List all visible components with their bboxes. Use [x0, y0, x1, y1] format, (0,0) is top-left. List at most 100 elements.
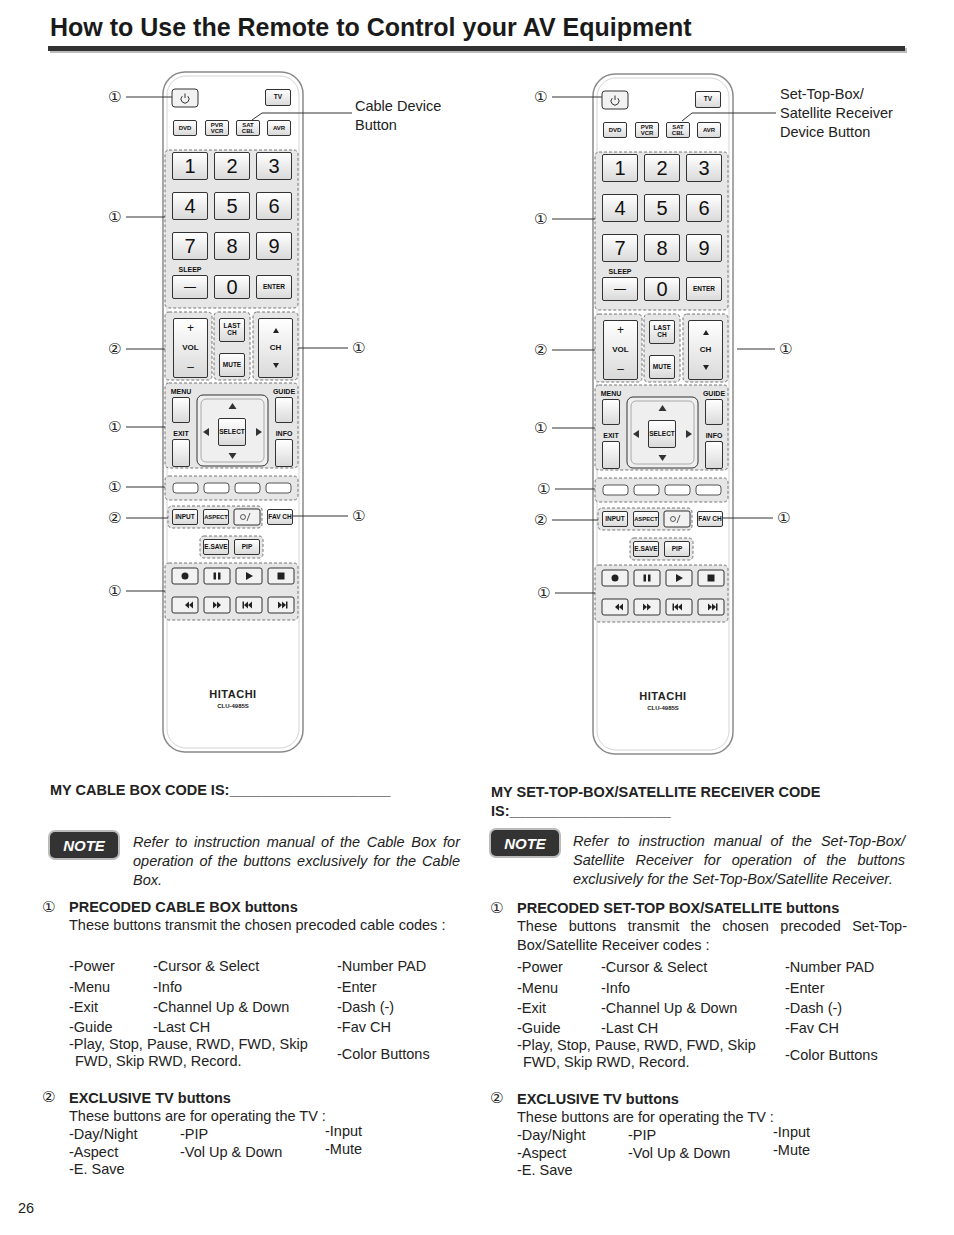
button-label: 2	[656, 158, 667, 179]
button-label: CH	[700, 346, 712, 354]
remote-button: SLEEP—	[172, 275, 208, 299]
button-label: DVD	[609, 127, 622, 133]
table-cell: -Cursor & Select	[153, 957, 259, 976]
remote-button: SAT CBL	[236, 120, 260, 136]
button-label: 4	[614, 198, 625, 219]
table-cell: -E. Save	[517, 1161, 573, 1180]
record-icon	[182, 573, 189, 580]
button-group-outline	[165, 563, 298, 620]
transport-button	[666, 570, 692, 586]
remote-button: 6	[686, 194, 722, 222]
heading-text: PRECODED CABLE BOX buttons	[69, 898, 298, 917]
table-cell: -Dash (-)	[337, 998, 394, 1017]
button-label: VOL	[182, 344, 198, 352]
remote-button: 9	[256, 232, 292, 260]
arrow-right	[256, 428, 262, 436]
table-cell: -Channel Up & Down	[601, 999, 737, 1018]
leader-line	[737, 349, 775, 350]
remote-button: CH	[688, 320, 723, 380]
button-label: PVR VCR	[636, 124, 658, 137]
callout-number: ①	[534, 419, 547, 437]
color-button	[235, 483, 260, 493]
table-cell: -PIP	[180, 1125, 208, 1144]
leader-label: Set-Top-Box/ Satellite Receiver Device B…	[780, 85, 908, 142]
button-label: 1	[614, 158, 625, 179]
note-text: Refer to instruction manual of the Set-T…	[573, 832, 905, 889]
leader-line	[555, 593, 595, 594]
remote-button: 1	[172, 152, 208, 180]
heading-text: EXCLUSIVE TV buttons	[517, 1090, 679, 1109]
transport-button	[268, 568, 294, 584]
button-label: FAV CH	[698, 516, 721, 523]
button-label: 6	[698, 198, 709, 219]
button-caption: SLEEP	[609, 268, 632, 275]
callout-number: ②	[108, 509, 121, 527]
button-label: 3	[698, 158, 709, 179]
table-cell: -PIP	[628, 1126, 656, 1145]
table-cell: -Menu	[69, 978, 110, 997]
leader-line	[126, 97, 172, 98]
skip-icon	[213, 602, 217, 609]
button-label: PIP	[242, 544, 252, 551]
skip-icon	[678, 604, 682, 611]
remote-button: PIP	[234, 539, 260, 555]
leader-line	[126, 217, 165, 218]
color-button	[204, 483, 229, 493]
title-bar	[48, 46, 905, 51]
color-button	[634, 485, 659, 495]
remote-button: 4	[602, 194, 638, 222]
remote-button: DVD	[603, 122, 627, 138]
table-cell: -Info	[153, 978, 182, 997]
arrow-up	[659, 405, 667, 411]
power-icon	[615, 96, 616, 101]
remote-control: HITACHICLU-4985STVDVDPVR VCRSAT CBLAVR12…	[593, 74, 733, 754]
power-button	[602, 91, 628, 109]
button-label: 7	[614, 238, 625, 259]
button-group-outline	[644, 314, 680, 382]
button-label: TV	[274, 94, 282, 101]
color-button	[266, 483, 291, 493]
color-button	[665, 485, 690, 495]
remote-button: +VOL–	[603, 320, 638, 380]
remote-body-inner	[167, 76, 299, 748]
table-cell: -Day/Night	[69, 1125, 138, 1144]
button-label: ENTER	[693, 286, 715, 293]
transport-button	[236, 597, 262, 613]
remote-button: EXIT	[172, 439, 190, 467]
remote-button: 8	[644, 234, 680, 262]
button-label: FAV CH	[268, 514, 291, 521]
skip-bar	[673, 604, 675, 611]
button-group-outline	[595, 314, 642, 382]
remote-button: 3	[256, 152, 292, 180]
callout-number: ①	[534, 88, 547, 106]
model-number: CLU-4985S	[163, 703, 303, 709]
button-group-outline	[595, 152, 728, 310]
skip-icon	[615, 604, 619, 611]
body-text: These buttons transmit the chosen precod…	[517, 917, 907, 955]
table-cell: -Power	[69, 957, 115, 976]
leader-line	[552, 97, 602, 98]
page-title: How to Use the Remote to Control your AV…	[50, 13, 692, 42]
remote-button: +VOL–	[173, 318, 208, 378]
remote-button: FAV CH	[697, 511, 723, 527]
button-group-outline	[253, 312, 298, 380]
callout-number: ①	[537, 584, 550, 602]
callout-number: ②	[108, 340, 121, 358]
sun-icon	[671, 517, 676, 522]
skip-icon	[278, 602, 282, 609]
transport-button	[204, 568, 230, 584]
remote-button: GUIDE	[705, 399, 723, 425]
remote-button: MUTE	[219, 353, 245, 377]
remote-button: MENU	[602, 399, 620, 425]
remote-button: GUIDE	[275, 397, 293, 423]
remote-button: ASPECT	[633, 511, 659, 527]
transport-button	[698, 599, 724, 615]
remote-button: MENU	[172, 397, 190, 423]
remote-button: INPUT	[172, 509, 198, 525]
callout-number: ①	[108, 582, 121, 600]
table-cell: -Aspect	[69, 1143, 118, 1162]
arrow-up	[229, 403, 237, 409]
note-label: NOTE	[63, 837, 105, 854]
color-button	[173, 483, 198, 493]
remote-button: AVR	[267, 120, 291, 136]
